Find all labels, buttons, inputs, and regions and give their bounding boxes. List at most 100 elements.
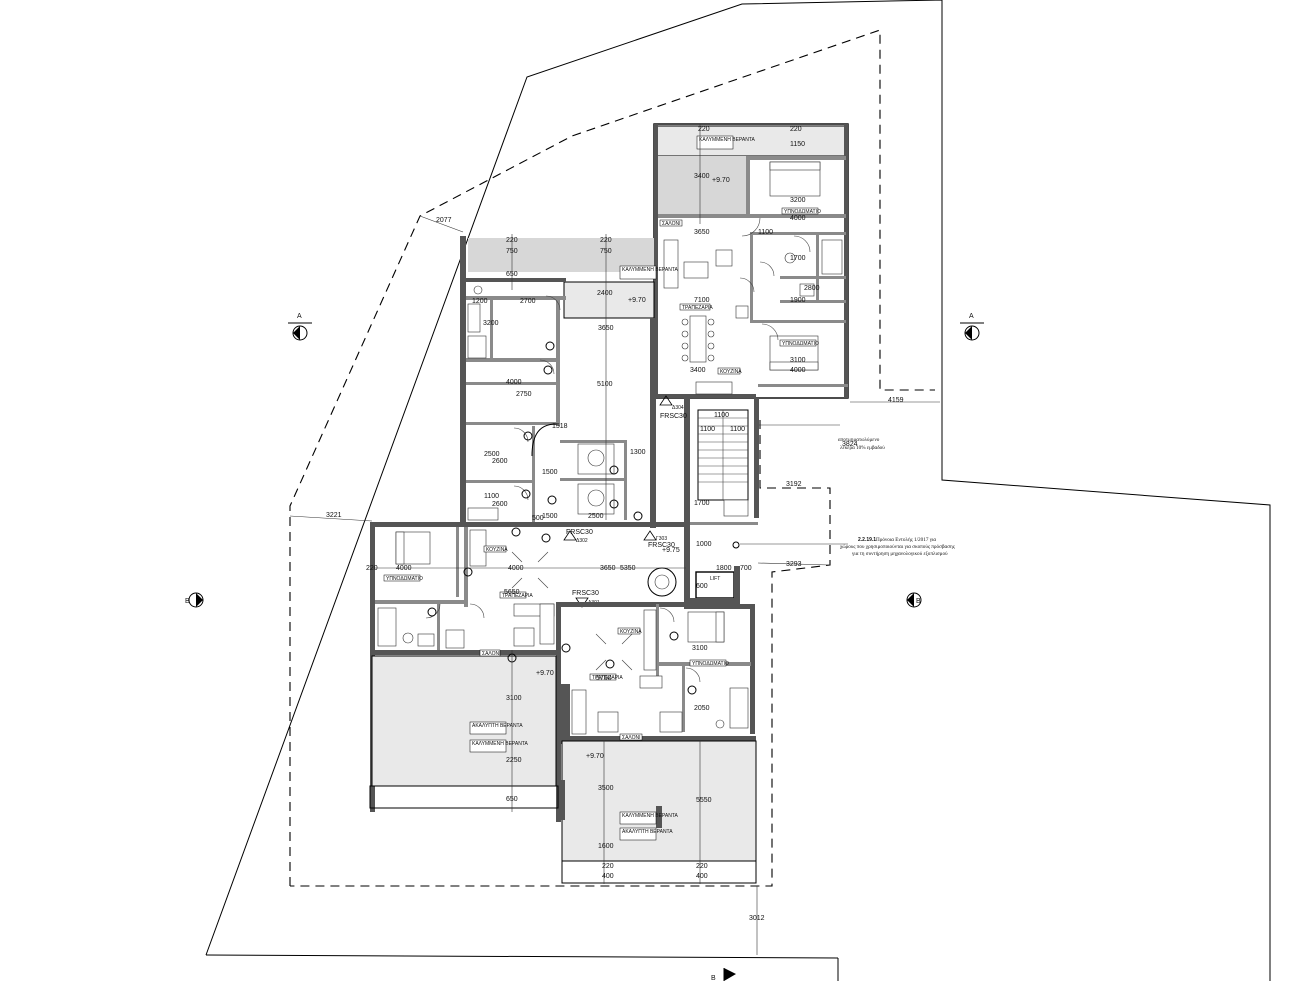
dim-400: 400 (602, 873, 614, 880)
fire-door-icon (659, 395, 673, 406)
setback-dim-3293: 3293 (786, 561, 802, 568)
dim-3650: 3650 (694, 229, 710, 236)
note-line-3: για τη συντήρηση μηχανολογικού εξοπλισμο… (852, 551, 948, 557)
s-dining-label-text: ΤΡΑΠΕΖΑΡΙΑ (592, 675, 623, 681)
dim-2050: 2050 (694, 705, 710, 712)
fire-label: FRSC30 (648, 542, 675, 549)
nw-veranda-label (619, 265, 657, 280)
stair-core (647, 398, 759, 608)
dim-2750: 2750 (516, 391, 532, 398)
dim-220: 220 (366, 565, 378, 572)
s-bedroom-label (689, 659, 727, 667)
dim-1100: 1100 (700, 426, 715, 433)
ne-veranda-label (696, 135, 734, 150)
dim-3400: 3400 (690, 367, 706, 374)
ne-living-label (659, 219, 683, 227)
s-living-label-text: ΣΑΛΟΝΙ (622, 735, 641, 741)
note-line-2: χώρους που χρησιμοποιούνται για σκοπούς … (840, 544, 955, 550)
dim-1700: 1700 (790, 255, 806, 262)
s-living-label (619, 733, 643, 741)
level-mark: +9.70 (628, 297, 646, 304)
dim-1600: 1600 (598, 843, 614, 850)
s-covered-veranda-label-text: ΚΑΛΥΜΜΕΝΗ ΒΕΡΑΝΤΑ (622, 813, 679, 819)
dim-1000: 1000 (696, 541, 712, 548)
fire-label: Δ304 (672, 405, 684, 411)
dim-4000: 4000 (506, 379, 522, 386)
dim-4000: 4000 (396, 565, 412, 572)
dim-3100: 3100 (692, 645, 708, 652)
s-kitchen-label-text: ΚΟΥΖΙΝΑ (620, 629, 642, 635)
ne-dining-label (679, 303, 711, 311)
dim-5100: 5100 (597, 381, 613, 388)
dim-1700: 1700 (694, 500, 710, 507)
dim-1800: 1800 (716, 565, 732, 572)
dim-2500: 2500 (588, 513, 604, 520)
s-open-veranda-label-text: ΑΚΑΛΥΠΤΗ ΒΕΡΑΝΤΑ (622, 829, 673, 835)
dim-220: 220 (696, 863, 708, 870)
dim-4000: 4000 (790, 367, 806, 374)
dim-4000: 4000 (508, 565, 524, 572)
dim-3200: 3200 (790, 197, 806, 204)
level-mark: +9.70 (536, 670, 554, 677)
fire-door-icon (643, 530, 657, 541)
lift-label: LIFT (710, 576, 720, 582)
dim-1100: 1100 (484, 493, 499, 500)
setback-dim-3221: 3221 (326, 512, 342, 519)
s-open-veranda-label (619, 827, 657, 841)
dim-1200: 1200 (472, 298, 488, 305)
w-living-label (479, 649, 501, 657)
ne-living-label-text: ΣΑΛΟΝΙ (662, 221, 681, 227)
ne-bedroom-label-top (781, 207, 819, 215)
w-living-label-text: ΣΑΛΟΝΙ (482, 651, 501, 657)
dim-3400: 3400 (694, 173, 710, 180)
svg-text:B: B (711, 975, 716, 981)
w-dining-label (499, 591, 527, 599)
dim-4000: 4000 (790, 215, 806, 222)
note-ref: 2.2.19.1 (858, 537, 876, 543)
dim-1150: 1150 (790, 141, 805, 148)
dim-1518: 1518 (552, 423, 568, 430)
dim-600: 600 (696, 583, 708, 590)
w-open-veranda-label-text: ΑΚΑΛΥΠΤΗ ΒΕΡΑΝΤΑ (472, 723, 523, 729)
encroach-note-line-1: αποτμηματωλύμενο (838, 437, 880, 443)
note-line-1: Πρόνοια Εντολής 1/2017 για (876, 537, 936, 543)
nw-veranda-label-text: ΚΑΛΥΜΜΕΝΗ ΒΕΡΑΝΤΑ (622, 267, 679, 273)
site-boundary (205, 0, 1271, 981)
nw-apartment (460, 236, 656, 543)
ne-bedroom-label-bottom (779, 339, 817, 347)
dim-2700: 2700 (520, 298, 536, 305)
s-bedroom-label-text: ΥΠΝΟΔΩΜΑΤΙΟ (692, 661, 729, 667)
ne-bedroom-label-top-text: ΥΠΝΟΔΩΜΑΤΙΟ (784, 209, 821, 215)
dim-220: 220 (790, 126, 802, 133)
south-apartment (560, 604, 757, 884)
level-mark: +9.75 (662, 547, 680, 554)
dim-2400: 2400 (597, 290, 613, 297)
dim-3100: 3100 (790, 357, 806, 364)
dim-7100: 7100 (694, 297, 710, 304)
west-apartment (369, 522, 561, 822)
dim-3200: 3200 (483, 320, 499, 327)
dim-1300: 1300 (630, 449, 646, 456)
dim-2600: 2600 (492, 501, 508, 508)
dim-1100: 1100 (714, 412, 729, 419)
dim-3650: 3650 (600, 565, 616, 572)
dim-220: 220 (602, 863, 614, 870)
w-open-veranda-label (469, 721, 507, 735)
dim-5350: 5350 (620, 565, 636, 572)
level-mark: +9.70 (586, 753, 604, 760)
w-covered-veranda-label-text: ΚΑΛΥΜΜΕΝΗ ΒΕΡΑΝΤΑ (472, 741, 529, 747)
dim-1500: 1500 (542, 469, 558, 476)
dim-5550: 5550 (696, 797, 712, 804)
site-boundary-south (205, 954, 839, 959)
dim-2500: 2500 (484, 451, 500, 458)
dim-1100: 1100 (730, 426, 745, 433)
fire-label: FRSC30 (572, 590, 599, 597)
dim-400: 400 (696, 873, 708, 880)
w-bedroom-label (383, 574, 421, 582)
dim-220: 220 (698, 126, 710, 133)
svg-text:A: A (969, 313, 974, 320)
fire-label: FRSC30 (660, 413, 687, 420)
s-covered-veranda-label (619, 811, 657, 825)
s-kitchen-label (617, 627, 641, 635)
